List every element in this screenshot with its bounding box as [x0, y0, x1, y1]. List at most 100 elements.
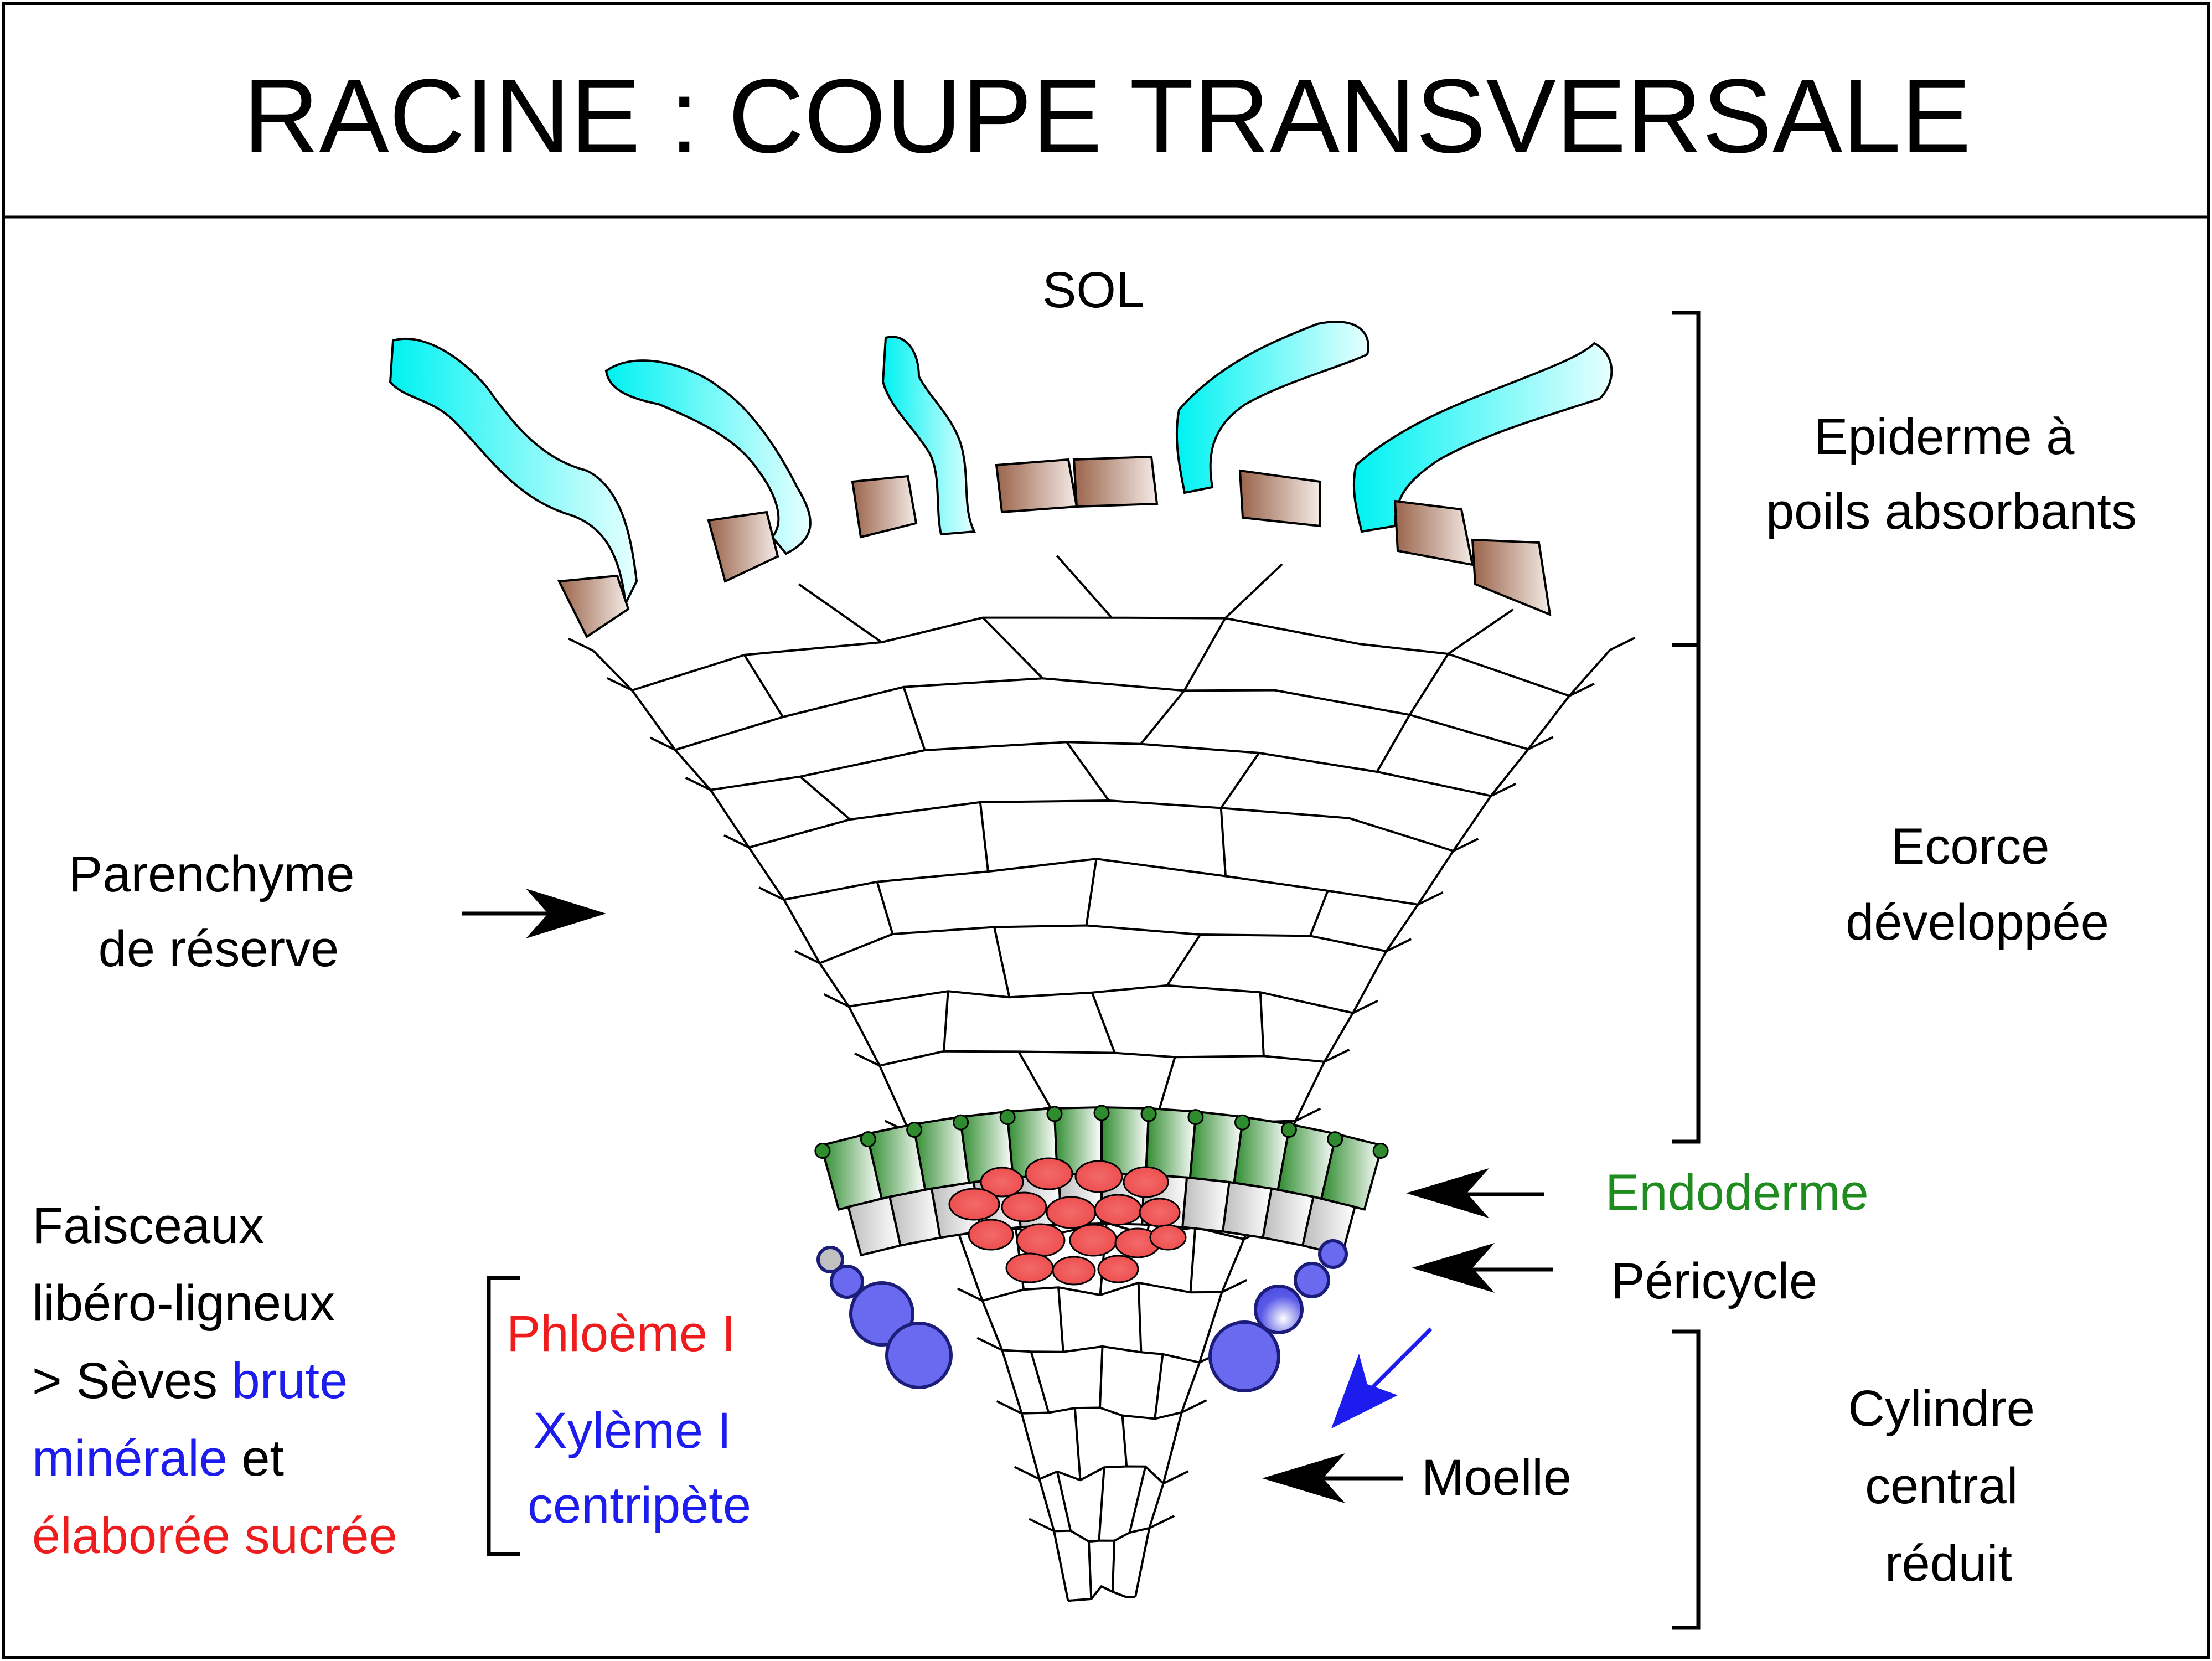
- phloem-cell: [1094, 1194, 1143, 1226]
- cell-wall-edge: [1295, 1107, 1321, 1122]
- xylem-vessel: [1254, 1285, 1304, 1334]
- phloem-cell: [1005, 1252, 1054, 1283]
- cell-wall-radial: [902, 687, 926, 751]
- cell-wall-edge: [1014, 1466, 1040, 1481]
- cell-wall-radial: [1121, 1415, 1128, 1467]
- cell-wall-row: [1021, 1406, 1182, 1420]
- phloem-cell: [1097, 1255, 1139, 1283]
- phloem-cell: [1069, 1224, 1118, 1257]
- cell-wall-radial: [1156, 1056, 1176, 1115]
- cell-wall-radial: [1056, 1471, 1072, 1531]
- cell-wall-edge: [1417, 891, 1444, 906]
- cell-wall-edge: [1452, 795, 1492, 852]
- cell-wall-edge: [819, 962, 850, 1008]
- cell-wall-edge: [878, 1065, 911, 1134]
- cell-wall-edge: [1294, 1061, 1326, 1122]
- casparian-strip-dot: [1140, 1106, 1157, 1122]
- epidermal-cell: [995, 458, 1078, 514]
- label-ecorce: Ecorce développée: [1846, 818, 2109, 951]
- cell-wall-edge: [1323, 1012, 1354, 1062]
- cell-wall-edge: [1352, 999, 1378, 1014]
- cell-wall-radial: [1219, 808, 1227, 876]
- cell-wall-edge: [1568, 649, 1611, 697]
- epidermal-cell: [1072, 455, 1159, 508]
- cell-wall-edge: [1490, 748, 1529, 797]
- cell-wall-edge: [1149, 1515, 1175, 1529]
- cell-wall-edge: [748, 847, 785, 901]
- label-parenchyme: Parenchyme de réserve: [69, 846, 369, 977]
- cell-wall-edge: [1352, 951, 1388, 1014]
- phloem-cell: [1139, 1198, 1181, 1227]
- cell-wall-edge: [996, 1400, 1022, 1415]
- casparian-strip-dot: [814, 1142, 831, 1159]
- cell-wall-row: [783, 858, 1418, 906]
- arrow-parenchyme: [526, 889, 606, 938]
- epidermal-cell: [1393, 499, 1474, 566]
- cell-wall-edge: [1180, 1362, 1201, 1413]
- page-title: RACINE : COUPE TRANSVERSALE: [243, 58, 1971, 175]
- root-hair: [1352, 342, 1613, 533]
- cell-wall-radial: [1137, 1282, 1143, 1353]
- xylem-vessel: [885, 1322, 953, 1389]
- label-xyleme: Xylème I centripète: [528, 1402, 751, 1534]
- cell-wall-edge: [709, 789, 750, 848]
- bracket-epiderme: [1672, 311, 1701, 647]
- vascular-tissues: [814, 1105, 1389, 1392]
- phloem-cell: [1025, 1157, 1073, 1190]
- cell-wall-row: [675, 677, 1529, 751]
- bracket-ecorce: [1672, 645, 1701, 1144]
- xylem-vessel: [1294, 1262, 1330, 1298]
- cell-wall-edge: [854, 1052, 880, 1067]
- cell-wall-radial: [1057, 1287, 1064, 1352]
- arrow-pericycle: [1412, 1243, 1495, 1293]
- phloem-cell: [1074, 1160, 1123, 1193]
- phloem-cell: [1052, 1256, 1096, 1286]
- xylem-vessel: [849, 1281, 914, 1347]
- root-hair: [1175, 321, 1369, 494]
- cell-wall-radial: [1087, 1541, 1093, 1599]
- cell-wall-row: [819, 924, 1387, 964]
- label-cylindre: Cylindre central réduit: [1848, 1380, 2049, 1592]
- epidermal-cell: [851, 474, 918, 539]
- label-faisceaux: Faisceaux libéro-ligneux > Sèves brute m…: [32, 1198, 397, 1564]
- epidermal-cell: [1471, 538, 1552, 617]
- section-bottom-wall: [1068, 1585, 1136, 1602]
- arrow-endoderme: [1406, 1168, 1489, 1218]
- label-moelle: Moelle: [1422, 1449, 1572, 1506]
- cell-wall-radial: [1376, 714, 1411, 772]
- phloem-cell: [1016, 1223, 1066, 1257]
- arrow-xyleme-centripete: [1331, 1354, 1398, 1428]
- cell-wall-edge: [1162, 1470, 1189, 1485]
- cell-wall-edge: [957, 1287, 983, 1302]
- cell-wall-row: [982, 1281, 1222, 1302]
- casparian-strip-dot: [860, 1131, 876, 1148]
- casparian-strip-dot: [1372, 1142, 1389, 1159]
- cell-wall-row: [748, 799, 1454, 852]
- cell-wall-row: [1068, 1585, 1136, 1602]
- phloem-cell: [968, 1219, 1014, 1251]
- cell-wall-edge: [1148, 1483, 1165, 1529]
- cell-wall-radial: [1309, 890, 1329, 937]
- pericycle-cell: [1181, 1176, 1231, 1233]
- casparian-strip-dot: [1046, 1106, 1063, 1122]
- epidermal-cell: [557, 574, 630, 638]
- phloem-cell: [980, 1167, 1024, 1198]
- cell-wall-edge: [606, 677, 633, 692]
- cell-wall-radial: [1447, 608, 1514, 655]
- phloem-cell: [1123, 1166, 1169, 1198]
- cell-wall-row: [879, 1050, 1325, 1067]
- cell-wall-edge: [1490, 782, 1517, 797]
- phloem-cell: [1046, 1196, 1097, 1229]
- cell-wall-edge: [847, 1005, 881, 1066]
- cell-wall-radial: [1017, 1051, 1052, 1108]
- casparian-strip-dot: [1280, 1122, 1297, 1138]
- cell-wall-edge: [957, 1231, 984, 1301]
- phloem-cell: [1001, 1191, 1047, 1222]
- cell-wall-edge: [1001, 1349, 1023, 1414]
- cell-wall-edge: [674, 749, 712, 791]
- arrow-moelle: [1262, 1453, 1345, 1503]
- casparian-strip-dot: [999, 1109, 1016, 1126]
- epidermis-with-root-hairs: [389, 321, 1613, 638]
- epidermal-cell: [1238, 469, 1321, 528]
- xylem-vessel: [1208, 1320, 1280, 1392]
